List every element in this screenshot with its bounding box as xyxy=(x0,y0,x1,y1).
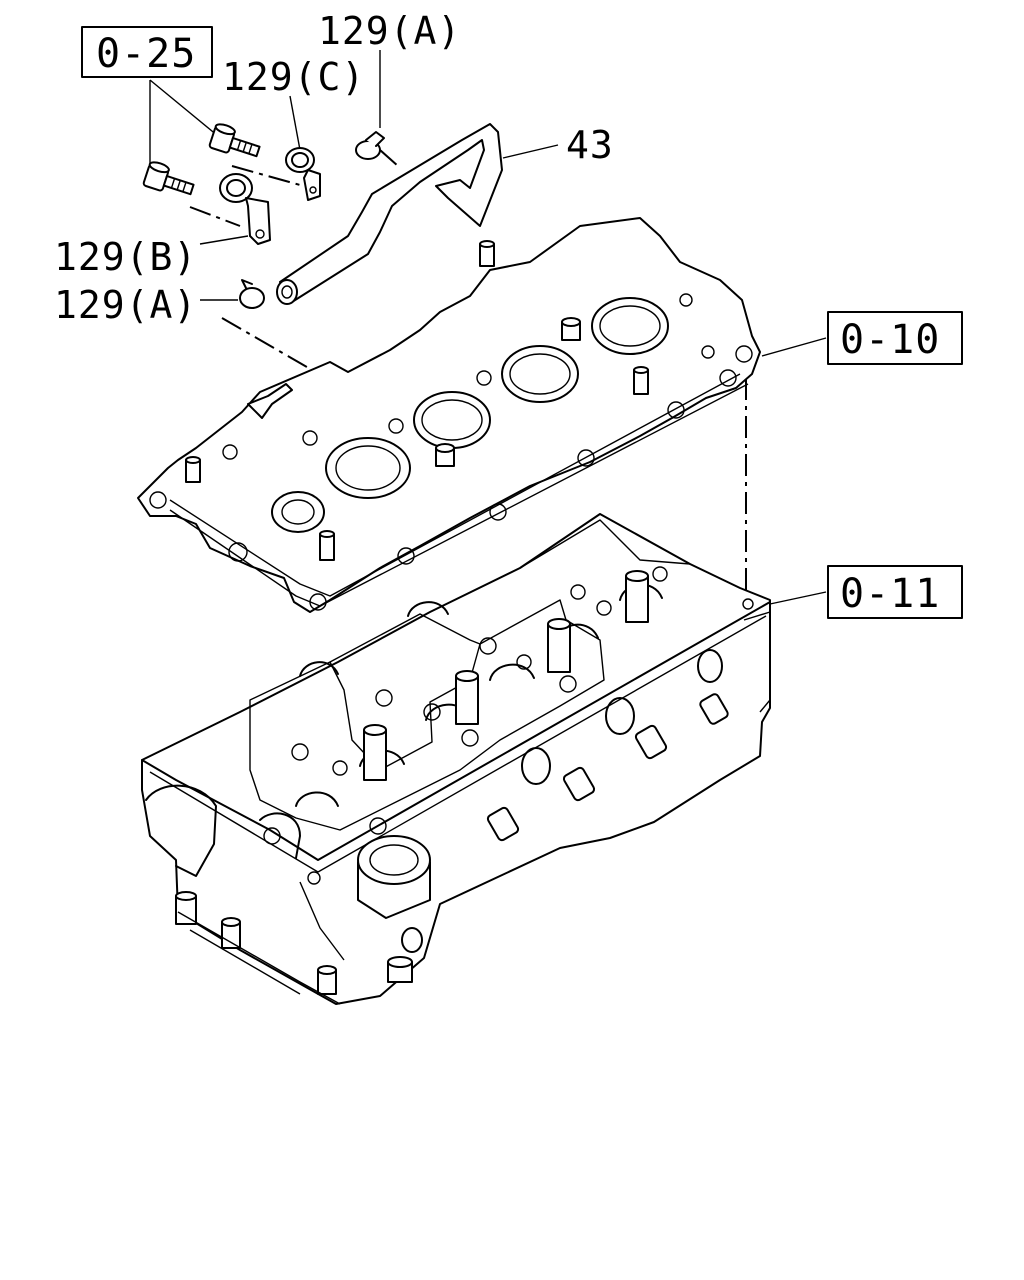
hose-clip-129a-top[interactable] xyxy=(355,131,385,160)
callout-box-0-10 xyxy=(827,311,963,365)
callout-text-0-11: 0-11 xyxy=(840,571,940,617)
label-43[interactable]: 43 xyxy=(566,123,614,167)
bracket-clamp-129b[interactable] xyxy=(219,173,271,245)
hose-clip-129a-left[interactable] xyxy=(239,279,265,309)
callout-0-10[interactable]: 0-10 xyxy=(827,311,963,365)
cover-bore-3-inner xyxy=(509,353,571,395)
head-bolt-holes xyxy=(263,566,754,885)
callout-text-0-10: 0-10 xyxy=(840,317,940,363)
cover-bore-2-inner xyxy=(421,399,483,441)
head-side-ports xyxy=(486,649,729,842)
cover-studs xyxy=(185,240,649,561)
thermostat-housing xyxy=(357,835,431,953)
alignment-lines xyxy=(189,149,747,598)
head-pedestals xyxy=(363,570,649,781)
cover-bore-4-inner xyxy=(599,305,661,347)
ventilation-hose-43[interactable] xyxy=(276,123,503,305)
label-129b[interactable]: 129(B) xyxy=(54,235,197,279)
cover-bore-3 xyxy=(501,345,579,403)
head-front-end xyxy=(145,784,413,1005)
callout-0-25[interactable]: 0-25 xyxy=(81,26,213,78)
callout-box-0-11 xyxy=(827,565,963,619)
leader-lines xyxy=(149,50,827,605)
callout-text-0-25: 0-25 xyxy=(96,31,196,77)
bolt-upper[interactable] xyxy=(208,122,263,162)
head-rear-face xyxy=(743,611,771,713)
cover-bore-1-inner xyxy=(335,445,401,491)
bolt-lower[interactable] xyxy=(142,160,197,200)
cover-breather-port xyxy=(247,383,293,419)
cover-bore-4 xyxy=(591,297,669,355)
label-129a-left[interactable]: 129(A) xyxy=(54,283,197,327)
cover-bolt-holes xyxy=(149,293,753,611)
callout-0-11[interactable]: 0-11 xyxy=(827,565,963,619)
cylinder-head[interactable] xyxy=(141,513,771,1005)
clamp-129c[interactable] xyxy=(285,147,321,201)
label-129a-top[interactable]: 129(A) xyxy=(318,9,461,53)
cover-oil-filler xyxy=(271,491,325,533)
label-129c[interactable]: 129(C) xyxy=(222,55,365,99)
callout-box-0-25 xyxy=(81,26,213,78)
cover-bore-1 xyxy=(325,437,411,499)
cylinder-head-cover[interactable] xyxy=(137,217,761,613)
